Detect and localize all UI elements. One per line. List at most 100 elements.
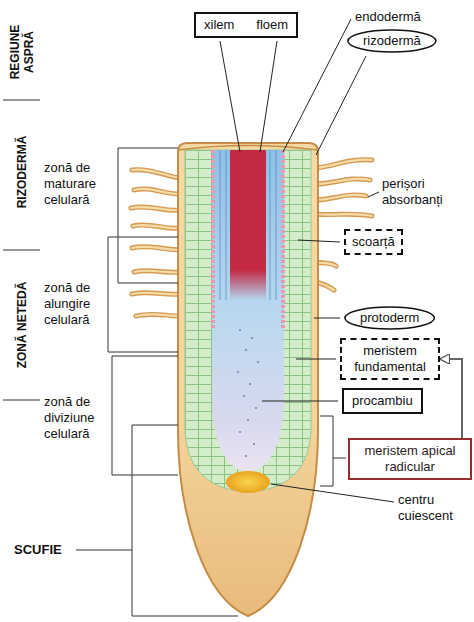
region-heading: RIZODERMĂ: [15, 117, 29, 227]
leader-line: [220, 41, 240, 152]
endodermis-layer: [213, 150, 283, 330]
root-hairs: [316, 179, 370, 184]
part-label: endodermă: [355, 9, 421, 25]
tissue-label-box: xilem floem: [194, 12, 298, 38]
procambium-dots: [239, 329, 241, 331]
root-hairs: [316, 214, 372, 216]
root-hairs: [133, 225, 180, 228]
root-hairs: [133, 225, 180, 228]
procambium-dots: [253, 443, 255, 445]
root-body: [178, 143, 318, 616]
cortex-cells: [185, 150, 311, 492]
leader-line: [262, 401, 338, 402]
phloem-lines: [270, 150, 271, 300]
tissue-label-box: procambiu: [342, 388, 423, 414]
leader-line: [260, 41, 277, 152]
phloem-lines: [220, 150, 221, 300]
node-text: protoderm: [360, 310, 419, 326]
leader-line: [283, 19, 351, 152]
phloem-lines: [226, 150, 227, 300]
root-hairs: [316, 160, 372, 168]
column-rule: [3, 250, 40, 251]
zone-bracket: [112, 356, 178, 475]
column-rule: [3, 100, 40, 400]
leader-line: [298, 240, 340, 242]
procambium-dots: [245, 455, 247, 457]
node-text: scoarță: [352, 234, 395, 250]
root-hairs: [316, 160, 372, 168]
tissue-label-ellipse: rizodermă: [347, 29, 437, 53]
root-hairs: [132, 247, 180, 250]
root-hairs: [316, 214, 372, 216]
procambium-dots: [249, 383, 251, 385]
procambium-dots: [247, 419, 249, 421]
development-arrow: [440, 359, 462, 438]
root-hairs: [132, 293, 180, 295]
region-heading: REGIUNE ASPRĂ: [8, 15, 36, 89]
procambium-dots: [243, 395, 245, 397]
root-hairs: [134, 271, 180, 273]
root-hairs: [132, 247, 180, 250]
quiescent-center: [226, 471, 270, 493]
procambium-dots: [237, 371, 239, 373]
column-rule: [3, 400, 40, 401]
zone-label: zonă de maturare celulară: [44, 160, 116, 208]
root-hairs: [316, 195, 366, 200]
root-hairs: [132, 170, 180, 178]
leader-line: [314, 318, 340, 319]
procambium-dots: [237, 329, 259, 457]
leader-line: [316, 56, 366, 155]
node-text: floem: [256, 17, 288, 33]
tissue-label-ellipse: protoderm: [344, 306, 435, 330]
root-hairs: [316, 179, 370, 184]
root-hairs: [132, 293, 180, 295]
phloem-lines: [276, 150, 277, 300]
endodermis-layer: [211, 150, 215, 330]
region-heading: SCUFIE: [14, 542, 62, 558]
phloem-lines: [220, 150, 276, 300]
tissue-label-box: meristem fundamental: [340, 338, 440, 380]
procambium-dots: [251, 337, 253, 339]
zone-label: zonă de diviziune celulară: [44, 394, 116, 442]
ellipse-outline: [348, 30, 436, 52]
node-text: rizodermă: [363, 33, 421, 49]
zone-bracket: [108, 237, 178, 352]
endodermis-layer: [281, 150, 285, 330]
ellipse-outline: [345, 307, 434, 329]
zone-bracket: [76, 550, 132, 551]
zone-bracket: [118, 148, 178, 283]
root-hairs: [131, 207, 180, 210]
root-hairs: [131, 207, 180, 210]
root-hairs: [134, 189, 180, 194]
root-hairs: [136, 314, 180, 316]
part-label: centru cuiescent: [398, 492, 462, 524]
node-text: procambiu: [352, 393, 413, 409]
region-heading: ZONĂ NETEDĂ: [15, 260, 29, 390]
leader-line: [296, 359, 336, 360]
node-text: meristem fundamental: [348, 343, 432, 375]
zone-bracket: [76, 148, 346, 616]
leader-line: [368, 192, 379, 197]
xylem-band: [230, 150, 266, 300]
procambium-dots: [255, 407, 257, 409]
procambium-dots: [239, 431, 241, 433]
root-hairs: [132, 170, 180, 178]
node-text: meristem apical radicular: [356, 443, 464, 475]
procambium-dots: [257, 361, 259, 363]
zone-bracket: [132, 425, 238, 616]
meristem-label-box: meristem apical radicular: [348, 438, 472, 480]
zone-label: zonă de alungire celulară: [44, 280, 116, 328]
node-text: xilem: [204, 17, 234, 33]
leader-line: [220, 19, 394, 502]
column-rule: [3, 100, 40, 101]
part-label: perișori absorbanți: [382, 176, 458, 208]
root-hairs: [134, 271, 180, 273]
vascular-cylinder: [212, 150, 284, 472]
root-hairs: [136, 314, 180, 316]
root-hairs: [134, 189, 180, 194]
tissue-label-box: scoarță: [344, 229, 403, 255]
procambium-dots: [245, 349, 247, 351]
zone-bracket: [320, 416, 346, 486]
root-cut-edge: [178, 146, 318, 151]
